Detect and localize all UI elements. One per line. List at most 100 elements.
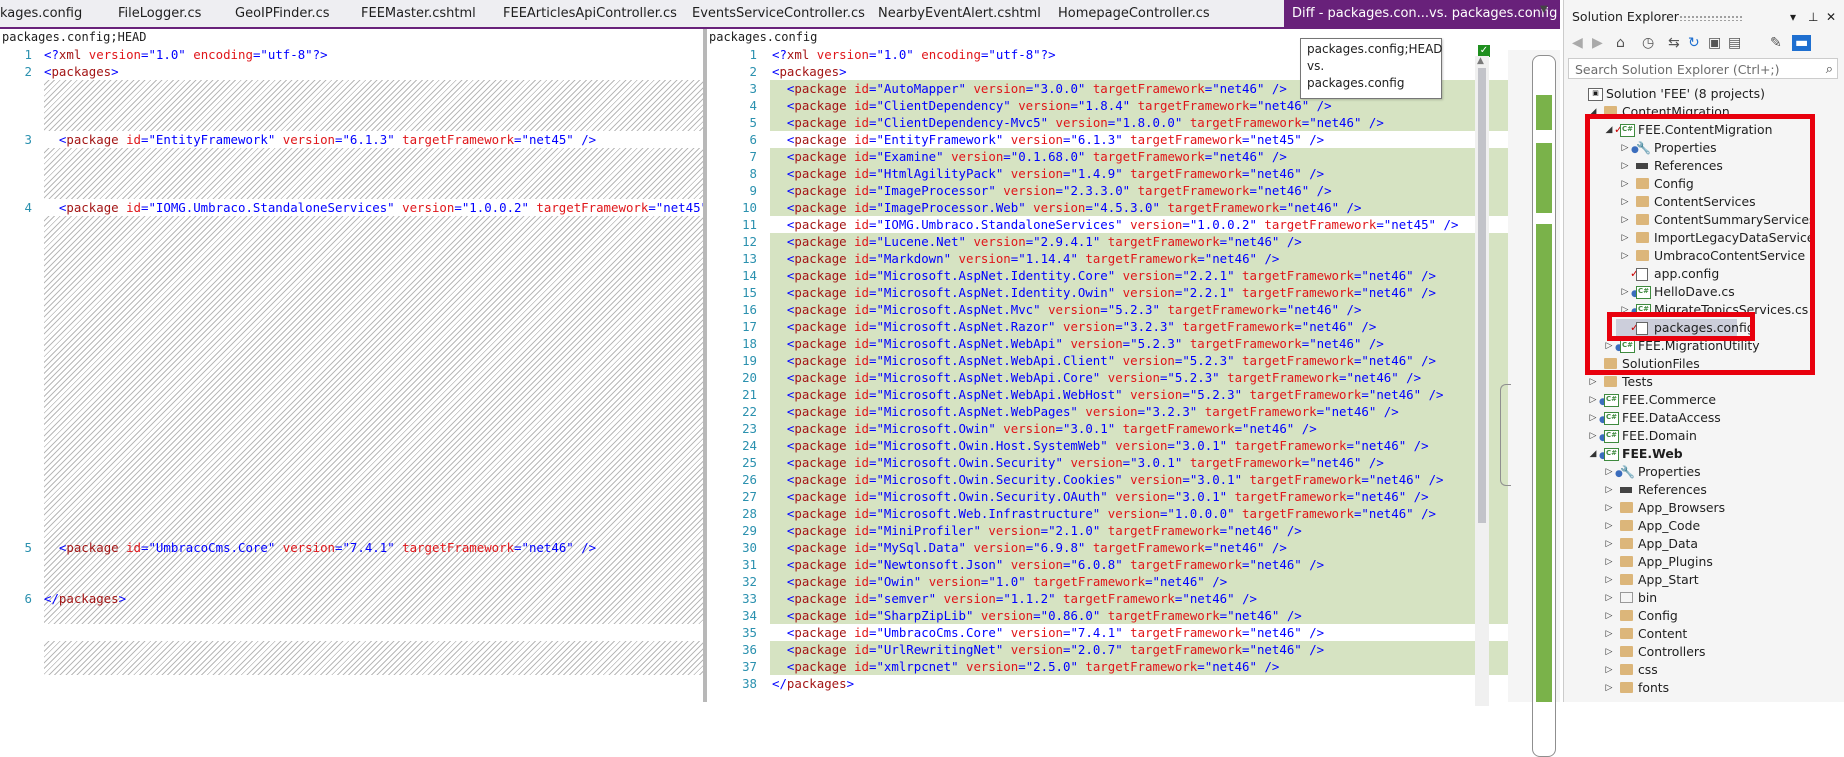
collapsed-arrow-icon[interactable]: ▷ [1621, 161, 1629, 171]
code-line[interactable]: 15 <package id="Microsoft.AspNet.Identit… [707, 284, 1560, 301]
show-all-files-icon[interactable]: ▤ [1728, 35, 1742, 51]
tree-item[interactable]: ▷●C#FEE.Domain [1564, 427, 1844, 445]
collapsed-arrow-icon[interactable]: ▷ [1605, 611, 1613, 621]
code-line[interactable]: 19 <package id="Microsoft.AspNet.WebApi.… [707, 352, 1560, 369]
tree-item[interactable]: ▷UmbracoContentService [1564, 247, 1844, 265]
tree-item[interactable]: ▷References [1564, 481, 1844, 499]
tree-item[interactable]: SolutionFiles [1564, 355, 1844, 373]
tree-item[interactable]: ▷●🔧Properties [1564, 463, 1844, 481]
properties-icon[interactable]: ✎ [1770, 35, 1782, 51]
code-line[interactable]: 23 <package id="Microsoft.Owin" version=… [707, 420, 1560, 437]
code-line[interactable]: 1<?xml version="1.0" encoding="utf-8"?> [0, 46, 703, 63]
tree-item[interactable]: ▷ContentServices [1564, 193, 1844, 211]
tab-nearbyeventalert[interactable]: NearbyEventAlert.cshtml [878, 6, 1041, 21]
scroll-up-icon[interactable]: ▲ [1477, 56, 1484, 66]
code-line[interactable]: 4 <package id="IOMG.Umbraco.StandaloneSe… [0, 199, 703, 216]
refresh-icon[interactable]: ↻ [1688, 35, 1700, 51]
collapsed-arrow-icon[interactable]: ▷ [1621, 197, 1629, 207]
forward-icon[interactable]: ▶ [1592, 35, 1603, 51]
collapsed-arrow-icon[interactable]: ▷ [1605, 629, 1613, 639]
tree-item[interactable]: ▷App_Plugins [1564, 553, 1844, 571]
collapsed-arrow-icon[interactable]: ▷ [1605, 575, 1613, 585]
tree-item[interactable]: ▷Tests [1564, 373, 1844, 391]
collapsed-arrow-icon[interactable]: ▷ [1605, 341, 1613, 351]
code-line[interactable]: 22 <package id="Microsoft.AspNet.WebPage… [707, 403, 1560, 420]
left-code-area[interactable]: 1<?xml version="1.0" encoding="utf-8"?>2… [0, 46, 703, 702]
collapsed-arrow-icon[interactable]: ▷ [1621, 179, 1629, 189]
code-line[interactable]: 7 <package id="Examine" version="0.1.68.… [707, 148, 1560, 165]
collapsed-arrow-icon[interactable]: ▷ [1605, 647, 1613, 657]
tree-item[interactable]: ◢●C#FEE.Web [1564, 445, 1844, 463]
vertical-scrollbar[interactable]: ▲ [1475, 56, 1489, 706]
code-line[interactable]: 8 <package id="HtmlAgilityPack" version=… [707, 165, 1560, 182]
collapsed-arrow-icon[interactable]: ▷ [1621, 251, 1629, 261]
tree-item[interactable]: ✓packages.config [1616, 319, 1755, 337]
tree-item[interactable]: ▷App_Browsers [1564, 499, 1844, 517]
code-line[interactable]: 26 <package id="Microsoft.Owin.Security.… [707, 471, 1560, 488]
code-line[interactable]: 20 <package id="Microsoft.AspNet.WebApi.… [707, 369, 1560, 386]
collapsed-arrow-icon[interactable]: ▷ [1621, 215, 1629, 225]
tab-geoipfinder[interactable]: GeoIPFinder.cs [235, 6, 330, 21]
collapsed-arrow-icon[interactable]: ▷ [1589, 413, 1597, 423]
tree-item[interactable]: ▷●🔧Properties [1564, 139, 1844, 157]
code-line[interactable]: 3 <package id="AutoMapper" version="3.0.… [707, 80, 1560, 97]
diff-left-pane[interactable]: packages.config;HEAD 1<?xml version="1.0… [0, 29, 707, 702]
code-line[interactable]: 37 <package id="xmlrpcnet" version="2.5.… [707, 658, 1560, 675]
tab-overflow-icon[interactable]: ▼ [1540, 4, 1548, 15]
code-line[interactable]: 2<packages> [0, 63, 703, 80]
tree-item[interactable]: ▷ImportLegacyDataService [1564, 229, 1844, 247]
code-line[interactable]: 31 <package id="Newtonsoft.Json" version… [707, 556, 1560, 573]
collapsed-arrow-icon[interactable]: ▷ [1605, 521, 1613, 531]
collapsed-arrow-icon[interactable]: ▷ [1605, 539, 1613, 549]
tree-item[interactable]: ▷fonts [1564, 679, 1844, 697]
collapsed-arrow-icon[interactable]: ▷ [1621, 143, 1629, 153]
collapsed-arrow-icon[interactable]: ▷ [1605, 485, 1613, 495]
code-line[interactable]: 13 <package id="Markdown" version="1.14.… [707, 250, 1560, 267]
tree-item[interactable]: ◢✓C#FEE.ContentMigration [1564, 121, 1844, 139]
collapsed-arrow-icon[interactable]: ▷ [1621, 287, 1629, 297]
code-line[interactable]: 6 <package id="EntityFramework" version=… [707, 131, 1560, 148]
tree-item[interactable]: ▷App_Data [1564, 535, 1844, 553]
tab-homepagecontroller[interactable]: HomepageController.cs [1058, 6, 1210, 21]
code-line[interactable]: 33 <package id="semver" version="1.1.2" … [707, 590, 1560, 607]
collapsed-arrow-icon[interactable]: ▷ [1605, 503, 1613, 513]
collapsed-arrow-icon[interactable]: ▷ [1589, 377, 1597, 387]
code-line[interactable]: 9 <package id="ImageProcessor" version="… [707, 182, 1560, 199]
pin-icon[interactable]: ⊥ [1808, 10, 1819, 24]
tree-item[interactable]: ▷App_Start [1564, 571, 1844, 589]
search-icon[interactable]: ⌕ [1825, 62, 1833, 77]
history-icon[interactable]: ◷ [1642, 35, 1655, 51]
code-line[interactable]: 30 <package id="MySql.Data" version="6.9… [707, 539, 1560, 556]
tree-item[interactable]: ▣Solution 'FEE' (8 projects) [1564, 85, 1844, 103]
code-line[interactable]: 3 <package id="EntityFramework" version=… [0, 131, 703, 148]
code-line[interactable]: 10 <package id="ImageProcessor.Web" vers… [707, 199, 1560, 216]
tree-item[interactable]: ▷bin [1564, 589, 1844, 607]
tab-filelogger[interactable]: FileLogger.cs [118, 6, 202, 21]
tree-item[interactable]: ▷●C#HelloDave.cs [1564, 283, 1844, 301]
right-code-area[interactable]: 1<?xml version="1.0" encoding="utf-8"?>2… [707, 46, 1560, 702]
expanded-arrow-icon[interactable]: ◢ [1605, 125, 1613, 135]
code-line[interactable]: 25 <package id="Microsoft.Owin.Security"… [707, 454, 1560, 471]
tree-item[interactable]: ▷●C#FEE.DataAccess [1564, 409, 1844, 427]
code-line[interactable]: 21 <package id="Microsoft.AspNet.WebApi.… [707, 386, 1560, 403]
scrollbar-thumb[interactable] [1478, 68, 1486, 523]
window-menu-icon[interactable]: ▾ [1790, 10, 1797, 24]
code-line[interactable]: 11 <package id="IOMG.Umbraco.StandaloneS… [707, 216, 1560, 233]
tab-diff-active[interactable]: Diff - packages.con...vs. packages.confi… [1284, 0, 1560, 27]
code-line[interactable]: 36 <package id="UrlRewritingNet" version… [707, 641, 1560, 658]
code-line[interactable]: 16 <package id="Microsoft.AspNet.Mvc" ve… [707, 301, 1560, 318]
tree-item[interactable]: ✓app.config [1564, 265, 1844, 283]
collapsed-arrow-icon[interactable]: ▷ [1605, 593, 1613, 603]
collapsed-arrow-icon[interactable]: ▷ [1605, 683, 1613, 693]
code-line[interactable]: 35 <package id="UmbracoCms.Core" version… [707, 624, 1560, 641]
code-line[interactable]: 5 <package id="ClientDependency-Mvc5" ve… [707, 114, 1560, 131]
collapsed-arrow-icon[interactable]: ▷ [1621, 233, 1629, 243]
code-line[interactable]: 34 <package id="SharpZipLib" version="0.… [707, 607, 1560, 624]
code-line[interactable]: 14 <package id="Microsoft.AspNet.Identit… [707, 267, 1560, 284]
collapsed-arrow-icon[interactable]: ▷ [1605, 665, 1613, 675]
tab-feearticlesapicontroller[interactable]: FEEArticlesApiController.cs [503, 6, 677, 21]
code-line[interactable]: 5 <package id="UmbracoCms.Core" version=… [0, 539, 703, 556]
sync-icon[interactable]: ⇆ [1668, 35, 1680, 51]
expanded-arrow-icon[interactable]: ◢ [1589, 449, 1597, 459]
collapse-icon[interactable]: ▣ [1708, 35, 1722, 51]
